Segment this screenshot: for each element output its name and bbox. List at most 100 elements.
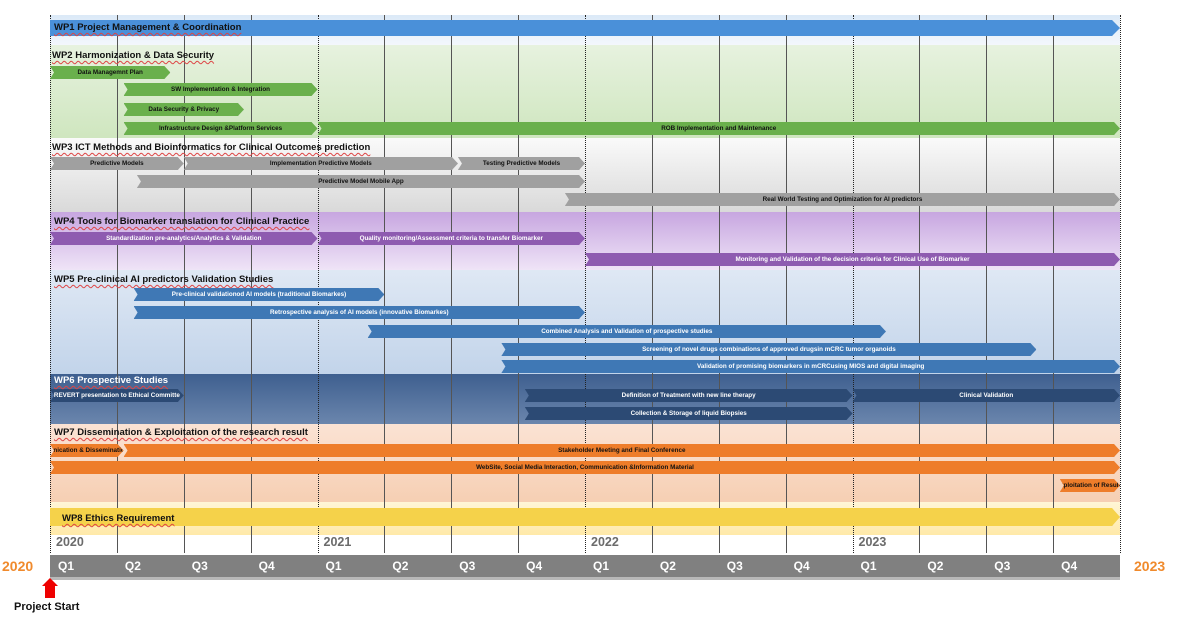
- wp7-task-bar: Stakeholder Meeting and Final Conference: [124, 444, 1120, 457]
- quarter-label: Q3: [726, 559, 743, 573]
- quarter-label: Q4: [1061, 559, 1078, 573]
- quarter-label: Q2: [392, 559, 409, 573]
- project-start-arrow-icon: [42, 578, 58, 586]
- wp5-title: WP5 Pre-clinical AI predictors Validatio…: [54, 274, 274, 285]
- wp6-task-bar: Definition of Treatment with new line th…: [525, 389, 853, 402]
- wp2-title: WP2 Harmonization & Data Security: [52, 50, 215, 61]
- task-label: Data Managemnt Plan: [77, 69, 143, 76]
- start-year-label: 2020: [2, 558, 34, 574]
- quarter-gridline: [718, 15, 720, 553]
- wp3-task-bar: Real World Testing and Optimization for …: [565, 193, 1120, 206]
- year-gridline: [50, 15, 51, 553]
- task-label: Predictive Model Mobile App: [318, 178, 404, 185]
- task-label: Data Security & Privacy: [148, 106, 220, 113]
- year-label: 2022: [591, 535, 619, 549]
- task-label: Real World Testing and Optimization for …: [762, 196, 923, 203]
- quarter-gridline: [250, 15, 252, 553]
- quarter-label: Q2: [927, 559, 944, 573]
- task-label: Quality monitoring/Assessment criteria t…: [359, 235, 543, 242]
- quarter-gridline: [651, 15, 653, 553]
- task-label: REVERT presentation to Ethical Committe: [53, 392, 180, 399]
- wp7-task-bar: Exploitation of Results: [1060, 479, 1120, 492]
- year-label: 2021: [323, 535, 352, 549]
- wp2-task-bar: Data Managemnt Plan: [50, 66, 170, 79]
- wp2-task-bar: ROB Implementation and Maintenance: [318, 122, 1121, 135]
- wp5-task-bar: Retrospective analysis of AI models (inn…: [134, 306, 585, 319]
- quarter-gridline: [518, 15, 520, 553]
- wp6-task-bar: Collection & Storage of liquid Biopsies: [525, 407, 853, 420]
- wp2-task-bar: Data Security & Privacy: [124, 103, 244, 116]
- quarter-label: Q4: [258, 559, 275, 573]
- task-label: Communication & Dissemination Plan: [29, 447, 144, 454]
- quarter-gridline: [1053, 15, 1055, 553]
- wp3-task-bar: Implementation Predictive Models: [184, 157, 458, 170]
- quarter-label: Q1: [325, 559, 342, 573]
- task-label: Monitoring and Validation of the decisio…: [735, 256, 970, 263]
- task-label: Retrospective analysis of AI models (inn…: [270, 309, 449, 316]
- wp7-title: WP7 Dissemination & Exploitation of the …: [54, 427, 308, 438]
- quarter-label: Q4: [526, 559, 543, 573]
- task-label: Infrastructure Design &Platform Services: [158, 125, 283, 132]
- wp4-task-bar: Quality monitoring/Assessment criteria t…: [318, 232, 586, 245]
- task-label: Predictive Models: [90, 160, 144, 167]
- task-label: WebSite, Social Media Interaction, Commu…: [476, 464, 694, 471]
- task-label: SW Implementation & Integration: [171, 86, 271, 93]
- quarter-label: Q3: [994, 559, 1011, 573]
- quarter-gridline: [919, 15, 921, 553]
- quarter-label: Q3: [191, 559, 208, 573]
- year-gridline: [317, 15, 319, 553]
- timeline-axis: [50, 555, 1120, 580]
- wp3-task-bar: Predictive Model Mobile App: [137, 175, 585, 188]
- task-label: Definition of Treatment with new line th…: [621, 392, 756, 399]
- quarter-label: Q1: [860, 559, 877, 573]
- project-start-arrow-stem: [45, 586, 55, 598]
- wp2-task-bar: SW Implementation & Integration: [124, 83, 318, 96]
- quarter-label: Q4: [793, 559, 810, 573]
- task-label: Collection & Storage of liquid Biopsies: [630, 410, 747, 417]
- quarter-label: Q3: [459, 559, 476, 573]
- quarter-gridline: [986, 15, 988, 553]
- quarter-gridline: [384, 15, 386, 553]
- task-label: Standardization pre-analytics/Analytics …: [106, 235, 262, 242]
- quarter-gridline: [183, 15, 185, 553]
- quarter-label: Q2: [659, 559, 676, 573]
- wp5-task-bar: Screening of novel drugs combinations of…: [501, 343, 1036, 356]
- project-start-label: Project Start: [14, 601, 80, 613]
- task-label: Combined Analysis and Validation of pros…: [541, 328, 713, 335]
- year-gridline: [1120, 15, 1121, 553]
- task-label: Clinical Validation: [959, 392, 1014, 399]
- task-label: Screening of novel drugs combinations of…: [642, 346, 896, 353]
- wp6-title: WP6 Prospective Studies: [54, 375, 169, 386]
- wp3-task-bar: Testing Predictive Models: [458, 157, 585, 170]
- task-label: Pre-clinical validationod AI models (tra…: [171, 291, 347, 298]
- wp2-task-bar: Infrastructure Design &Platform Services: [124, 122, 318, 135]
- wp7-task-bar: WebSite, Social Media Interaction, Commu…: [50, 461, 1120, 474]
- wp4-title: WP4 Tools for Biomarker translation for …: [54, 216, 310, 227]
- wp6-task-bar: REVERT presentation to Ethical Committe: [50, 389, 184, 402]
- wp6-task-bar: Clinical Validation: [853, 389, 1121, 402]
- task-label: Testing Predictive Models: [482, 160, 561, 167]
- wp4-task-bar: Monitoring and Validation of the decisio…: [585, 253, 1120, 266]
- wp7-task-bar: Communication & Dissemination Plan: [50, 444, 124, 457]
- wp8-title: WP8 Ethics Requirement: [62, 513, 175, 524]
- quarter-label: Q2: [124, 559, 141, 573]
- wp8-full-bar: [50, 508, 1120, 526]
- end-year-label: 2023: [1134, 558, 1166, 574]
- quarter-gridline: [451, 15, 453, 553]
- wp5-task-bar: Validation of promising biomarkers in mC…: [501, 360, 1120, 373]
- task-label: Validation of promising biomarkers in mC…: [696, 363, 925, 370]
- task-label: Stakeholder Meeting and Final Conference: [558, 447, 686, 454]
- wp5-task-bar: Combined Analysis and Validation of pros…: [368, 325, 886, 338]
- quarter-gridline: [116, 15, 118, 553]
- wp1-title: WP1 Project Management & Coordination: [54, 22, 242, 33]
- wp3-task-bar: Predictive Models: [50, 157, 184, 170]
- wp4-task-bar: Standardization pre-analytics/Analytics …: [50, 232, 318, 245]
- task-label: Implementation Predictive Models: [269, 160, 372, 167]
- quarter-gridline: [785, 15, 787, 553]
- year-gridline: [852, 15, 854, 553]
- task-label: Exploitation of Results: [1055, 482, 1125, 489]
- year-label: 2020: [56, 535, 84, 549]
